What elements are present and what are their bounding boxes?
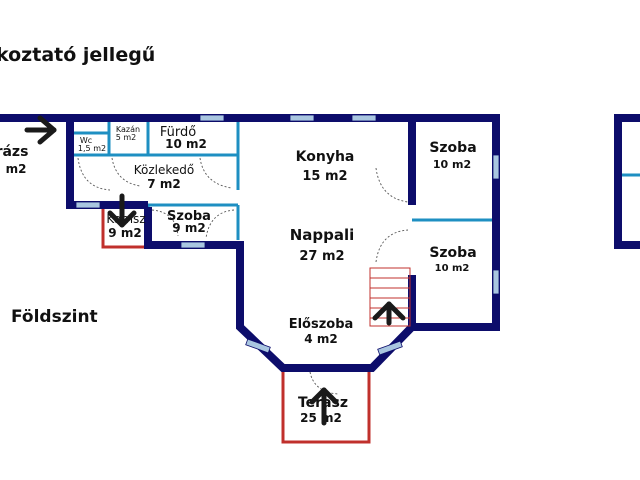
window-icon [199,114,225,122]
room-furdo-name: Fürdő [160,125,196,140]
door-swing-icon [199,157,233,189]
room-konyha-name: Konyha [296,149,355,165]
room-nappali-name: Nappali [290,226,355,244]
room-garage-name: rázs [0,144,28,160]
entrance-arrow-icon [372,301,406,326]
room-szoba-top-name: Szoba [429,140,476,156]
entrance-arrow-icon [309,387,339,426]
window-icon [75,201,101,209]
page-title: koztató jellegű [0,44,156,66]
room-szoba-top-area: 10 m2 [433,158,471,171]
entrance-arrow-icon [107,193,137,228]
windows [75,114,500,356]
window-icon [180,241,206,249]
door-swing-icon [151,209,179,237]
door-swing-icon [375,167,409,203]
room-kozlekedo-name: Közlekedő [134,163,195,177]
door-swing-icon [205,209,235,239]
room-kamra-area: 9 m2 [108,226,141,240]
room-kozlekedo-area: 7 m2 [147,177,180,191]
window-icon [492,154,500,180]
window-icon [289,114,315,122]
room-szoba-mid-area: 10 m2 [435,263,470,274]
window-icon [377,340,403,356]
room-szoba-small-area: 9 m2 [172,221,205,235]
room-kazan-area: 5 m2 [116,133,137,142]
room-garage-area: m2 [6,162,27,176]
room-wc-area: 1,5 m2 [78,144,106,153]
room-wc-name: Wc [80,136,92,145]
room-szoba-mid-name: Szoba [429,245,476,261]
room-nappali-area: 27 m2 [299,249,344,264]
doors [77,157,409,395]
entrance-arrow-icon [24,115,57,145]
room-eloszoba-area: 4 m2 [304,332,337,346]
door-swing-icon [77,157,111,191]
entrance-arrows [24,115,406,426]
door-swing-icon [375,229,409,263]
room-szoba-small-name: Szoba [167,209,211,224]
room-kazan-name: Kazán [116,125,140,134]
window-icon [245,338,271,354]
window-icon [351,114,377,122]
room-terasz-area: 25 m2 [300,411,342,425]
door-swing-icon [111,157,141,187]
window-icon [492,269,500,295]
room-eloszoba-name: Előszoba [289,317,354,332]
room-furdo-area: 10 m2 [165,137,207,151]
floor-label: Földszint [11,307,98,327]
room-konyha-area: 15 m2 [302,169,347,184]
